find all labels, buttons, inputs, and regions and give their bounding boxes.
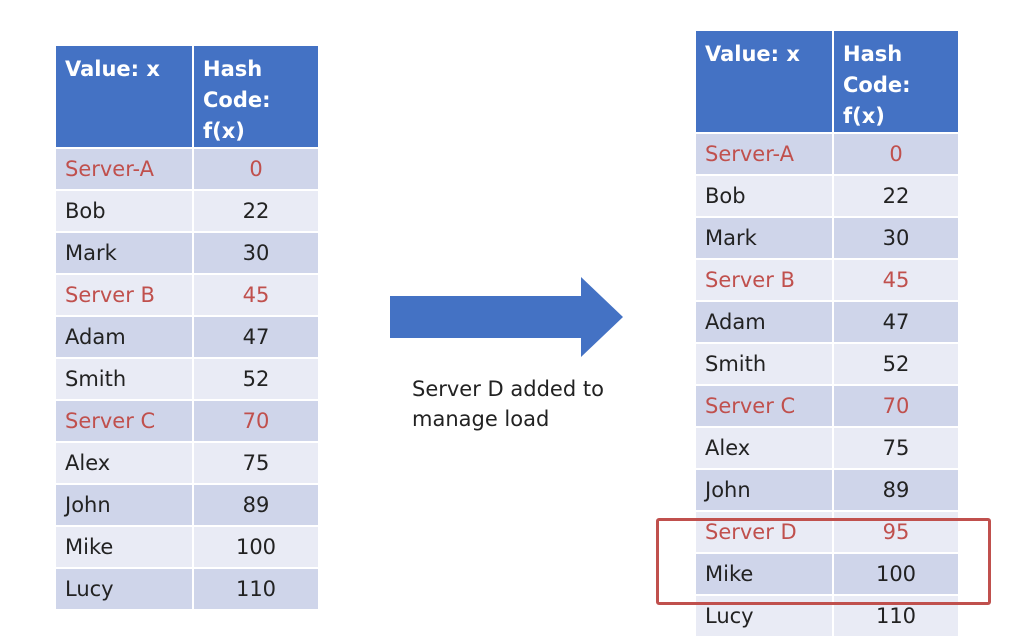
- hash-cell: 45: [832, 258, 960, 302]
- hash-cell: 70: [832, 384, 960, 428]
- hash-cell: 30: [832, 216, 960, 260]
- hash-cell: 70: [192, 399, 320, 443]
- value-cell: Lucy: [54, 567, 194, 611]
- value-cell: Smith: [694, 342, 834, 386]
- hash-cell: 30: [192, 231, 320, 275]
- hash-cell: 0: [192, 147, 320, 191]
- value-cell: Adam: [694, 300, 834, 344]
- hash-cell: 22: [192, 189, 320, 233]
- value-cell: Mike: [694, 552, 834, 596]
- value-cell: Server B: [54, 273, 194, 317]
- value-cell: Server-A: [694, 132, 834, 176]
- hash-cell: 52: [832, 342, 960, 386]
- hash-header: Hash Code: f(x): [192, 44, 320, 149]
- hash-cell: 100: [192, 525, 320, 569]
- value-cell: Bob: [54, 189, 194, 233]
- right-arrow-icon: [390, 277, 623, 357]
- value-cell: Mike: [54, 525, 194, 569]
- hash-header-line1: Hash: [843, 42, 903, 66]
- hash-header-line2: Code: f(x): [203, 88, 271, 143]
- hash-cell: 45: [192, 273, 320, 317]
- caption-line-2: manage load: [412, 407, 550, 431]
- value-cell: Alex: [694, 426, 834, 470]
- value-cell: Alex: [54, 441, 194, 485]
- value-cell: Bob: [694, 174, 834, 218]
- value-cell: John: [54, 483, 194, 527]
- hash-header: Hash Code: f(x): [832, 29, 960, 134]
- hash-cell: 75: [192, 441, 320, 485]
- value-cell: Adam: [54, 315, 194, 359]
- hash-cell: 47: [192, 315, 320, 359]
- value-cell: Mark: [54, 231, 194, 275]
- reassigned-rows-highlight: [656, 518, 991, 605]
- hash-cell: 22: [832, 174, 960, 218]
- value-cell: Server C: [54, 399, 194, 443]
- value-cell: Server B: [694, 258, 834, 302]
- hash-cell: 89: [832, 468, 960, 512]
- hash-cell: 0: [832, 132, 960, 176]
- value-header: Value: x: [54, 44, 194, 149]
- value-cell: John: [694, 468, 834, 512]
- hash-cell: 100: [832, 552, 960, 596]
- hash-header-line1: Hash: [203, 57, 263, 81]
- value-cell: Mark: [694, 216, 834, 260]
- value-cell: Server-A: [54, 147, 194, 191]
- value-cell: Smith: [54, 357, 194, 401]
- hash-cell: 110: [192, 567, 320, 611]
- hash-header-line2: Code: f(x): [843, 73, 911, 128]
- hash-cell: 89: [192, 483, 320, 527]
- hash-cell: 52: [192, 357, 320, 401]
- arrow-shape: [390, 277, 623, 357]
- caption: Server D added to manage load: [412, 374, 604, 434]
- value-header: Value: x: [694, 29, 834, 134]
- caption-line-1: Server D added to: [412, 377, 604, 401]
- header-row: Value: x Hash Code: f(x): [54, 44, 320, 149]
- value-cell: Server C: [694, 384, 834, 428]
- hash-cell: 75: [832, 426, 960, 470]
- header-row: Value: x Hash Code: f(x): [694, 29, 960, 134]
- hash-cell: 47: [832, 300, 960, 344]
